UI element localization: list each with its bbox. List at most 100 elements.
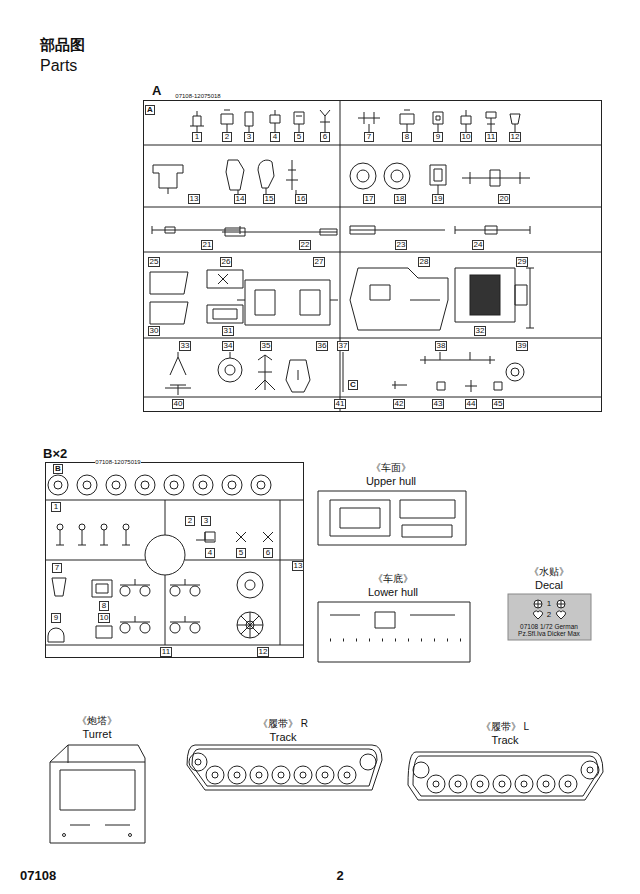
sprue-b-parts xyxy=(120,579,200,622)
turret-drawing xyxy=(50,745,145,843)
sprue-b-parts xyxy=(251,475,271,495)
callout-number: 8 xyxy=(99,601,109,611)
sprue-a-parts xyxy=(218,358,242,382)
track-drawing xyxy=(471,775,489,793)
sprue-a-parts xyxy=(294,112,304,132)
track-drawing xyxy=(537,775,555,793)
sprue-b-parts xyxy=(77,475,97,495)
track-drawing xyxy=(499,781,505,787)
sprue-b-parts xyxy=(237,612,263,638)
callout-number: 19 xyxy=(432,194,445,204)
decal-sheet-drawing xyxy=(508,594,591,640)
sprue-frame: A xyxy=(143,100,602,412)
sprue-a-parts xyxy=(150,272,188,294)
callout-number: 2 xyxy=(185,516,195,526)
callout-number: 9 xyxy=(433,132,443,142)
decal-number: 2 xyxy=(547,610,551,619)
part-heading: 《履带》 L xyxy=(481,721,529,733)
sprue-b-parts xyxy=(57,524,63,530)
node-heading: Decal xyxy=(535,579,563,592)
sprue-runner xyxy=(45,100,602,645)
callout-number: 10 xyxy=(460,132,473,142)
callout-number: 3 xyxy=(244,132,254,142)
callout-number: 34 xyxy=(222,341,235,351)
sprue-b-parts xyxy=(205,532,215,542)
sprue-a-parts xyxy=(350,226,445,234)
callout-number: 38 xyxy=(435,341,448,351)
callout-number: 29 xyxy=(516,257,529,267)
sprue-a-parts xyxy=(270,110,280,132)
track-drawing xyxy=(234,772,240,778)
sprue-b-parts xyxy=(92,580,112,597)
callout-number: 11 xyxy=(160,647,172,657)
callout-number: 39 xyxy=(516,341,529,351)
sprue-b-parts xyxy=(245,580,255,590)
sprue-b-parts xyxy=(135,475,155,495)
track-drawing xyxy=(187,745,382,790)
part-heading: Upper hull xyxy=(366,475,416,488)
sprue-b-parts xyxy=(236,532,246,542)
turret-drawing xyxy=(63,834,66,837)
sprue-b-parts xyxy=(123,524,129,530)
callout-number: 31 xyxy=(222,326,235,336)
sprue-a-parts xyxy=(384,163,410,189)
callout-number: 35 xyxy=(260,341,273,351)
sprue-b-parts xyxy=(52,578,66,596)
track-drawing xyxy=(278,772,284,778)
decal-sheet-drawing xyxy=(557,600,565,608)
sprue-a-parts xyxy=(165,352,191,388)
track-drawing xyxy=(228,766,246,784)
callout-number: 6 xyxy=(263,548,273,558)
sprue-b-parts xyxy=(190,623,200,633)
sprue-b-parts xyxy=(228,481,236,489)
track-drawing xyxy=(316,766,334,784)
callout-number: 43 xyxy=(432,399,445,409)
track-drawing xyxy=(587,767,593,773)
sprue-a-parts xyxy=(350,163,376,189)
sprue-b-parts xyxy=(237,572,263,598)
sprue-code: 07108-12075019 xyxy=(95,459,140,466)
decal-caption: 07108 1/72 German Pz.Sfl.Iva Dicker Max xyxy=(509,623,589,637)
sprue-b-parts xyxy=(237,612,263,638)
hull-drawing xyxy=(318,491,466,545)
track-drawing xyxy=(344,772,350,778)
sprue-b-parts xyxy=(170,481,178,489)
callout-number: 1 xyxy=(51,502,61,512)
track-drawing xyxy=(300,772,306,778)
sprue-b-parts xyxy=(222,475,242,495)
sprue-a-parts xyxy=(258,160,274,194)
turret-drawing xyxy=(50,745,145,825)
decal-sheet-drawing xyxy=(557,600,565,608)
sprue-b-parts xyxy=(164,475,184,495)
sprue-a-parts xyxy=(470,275,500,315)
track-drawing xyxy=(272,766,290,784)
decal-sheet-drawing xyxy=(534,600,542,608)
sprue-a-parts xyxy=(237,280,338,325)
callout-number: 45 xyxy=(492,399,505,409)
track-drawing xyxy=(413,756,598,796)
sprue-runner xyxy=(45,500,304,645)
sprue-b-parts xyxy=(48,475,273,642)
callout-number: 12 xyxy=(257,647,270,657)
sprue-a-parts xyxy=(358,112,380,132)
callout-number: 21 xyxy=(201,240,214,250)
sprue-code: 07108-12075018 xyxy=(175,93,220,100)
callout-number: 44 xyxy=(465,399,478,409)
track-drawing xyxy=(338,766,356,784)
page-subtitle: Parts xyxy=(40,57,77,75)
sprue-b-parts xyxy=(193,475,213,495)
sprue-a-parts xyxy=(286,360,310,392)
sprue-a-parts xyxy=(222,228,337,236)
sprue-b-parts xyxy=(140,623,150,633)
callout-number: 15 xyxy=(263,194,276,204)
track-drawing xyxy=(212,772,218,778)
track-drawing xyxy=(427,775,445,793)
track-drawing xyxy=(493,775,511,793)
page-title: 部品图 xyxy=(40,36,85,53)
callout-number: 8 xyxy=(402,132,412,142)
sprue-a-parts xyxy=(221,110,233,132)
sprue-b-parts xyxy=(106,475,126,495)
hull-drawing xyxy=(318,602,470,662)
decal-sheet-drawing xyxy=(508,594,591,640)
page-number: 2 xyxy=(336,869,343,884)
